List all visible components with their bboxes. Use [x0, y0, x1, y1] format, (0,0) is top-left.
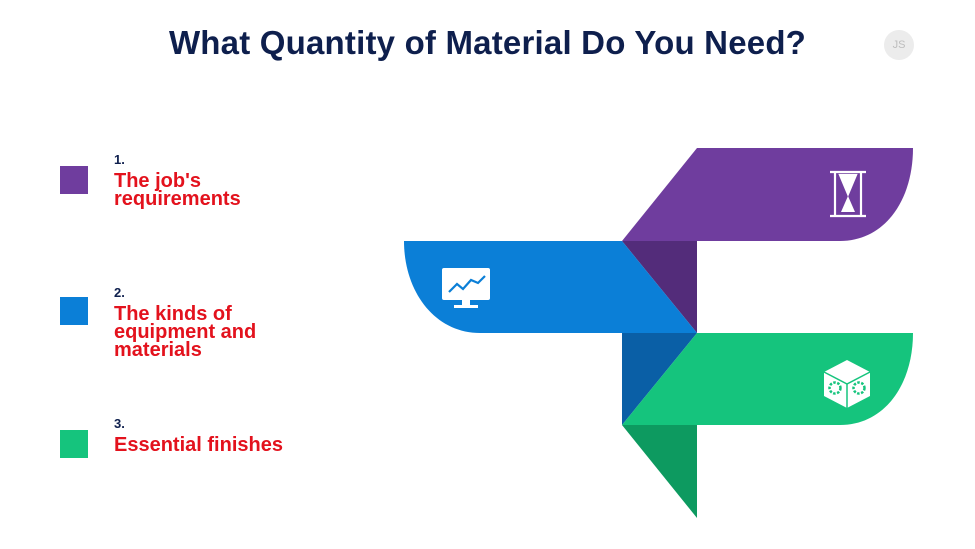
corner-badge: JS — [884, 30, 914, 60]
color-square-1 — [60, 166, 88, 194]
monitor-chart-icon — [442, 268, 490, 308]
item-label-3: Essential finishes — [114, 434, 283, 456]
gear-box-icon — [823, 360, 871, 408]
item-number-1: 1. — [114, 152, 125, 167]
item-label-2: The kinds of equipment and materials — [114, 303, 257, 361]
color-square-2 — [60, 297, 88, 325]
green-fold — [622, 425, 697, 518]
item-label-1: The job's requirements — [114, 170, 241, 210]
purple-band — [622, 148, 913, 241]
page-title: What Quantity of Material Do You Need? — [168, 24, 807, 61]
color-square-3 — [60, 430, 88, 458]
item-number-2: 2. — [114, 285, 125, 300]
blue-band — [404, 241, 697, 333]
hourglass-icon — [830, 170, 866, 218]
item-number-3: 3. — [114, 416, 125, 431]
